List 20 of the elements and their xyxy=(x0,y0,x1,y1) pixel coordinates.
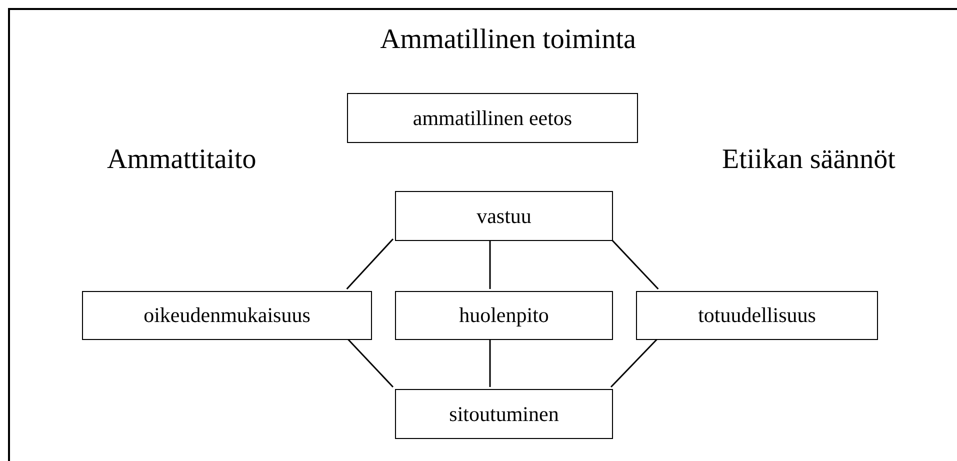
term-box xyxy=(395,191,613,241)
frame xyxy=(8,8,957,461)
term-label: vastuu xyxy=(476,204,532,228)
term-box xyxy=(395,291,613,340)
term-label: oikeudenmukaisuus xyxy=(144,303,310,328)
term-label: sitoutuminen xyxy=(449,402,559,426)
category-label: Ammattitaito xyxy=(107,144,256,176)
connector-line xyxy=(610,238,659,290)
term-box xyxy=(82,291,372,340)
term-label: totuudellisuus xyxy=(698,303,816,328)
connector-line xyxy=(346,238,394,290)
connector-line xyxy=(489,239,491,289)
term-box xyxy=(347,93,638,143)
category-label: Etiikan säännöt xyxy=(722,144,896,176)
term-label: ammatillinen eetos xyxy=(412,106,572,130)
term-label: huolenpito xyxy=(459,303,549,328)
term-box xyxy=(636,291,878,340)
term-box xyxy=(395,389,613,439)
heading: Ammatillinen toiminta xyxy=(379,24,637,56)
connector-line xyxy=(489,338,491,387)
